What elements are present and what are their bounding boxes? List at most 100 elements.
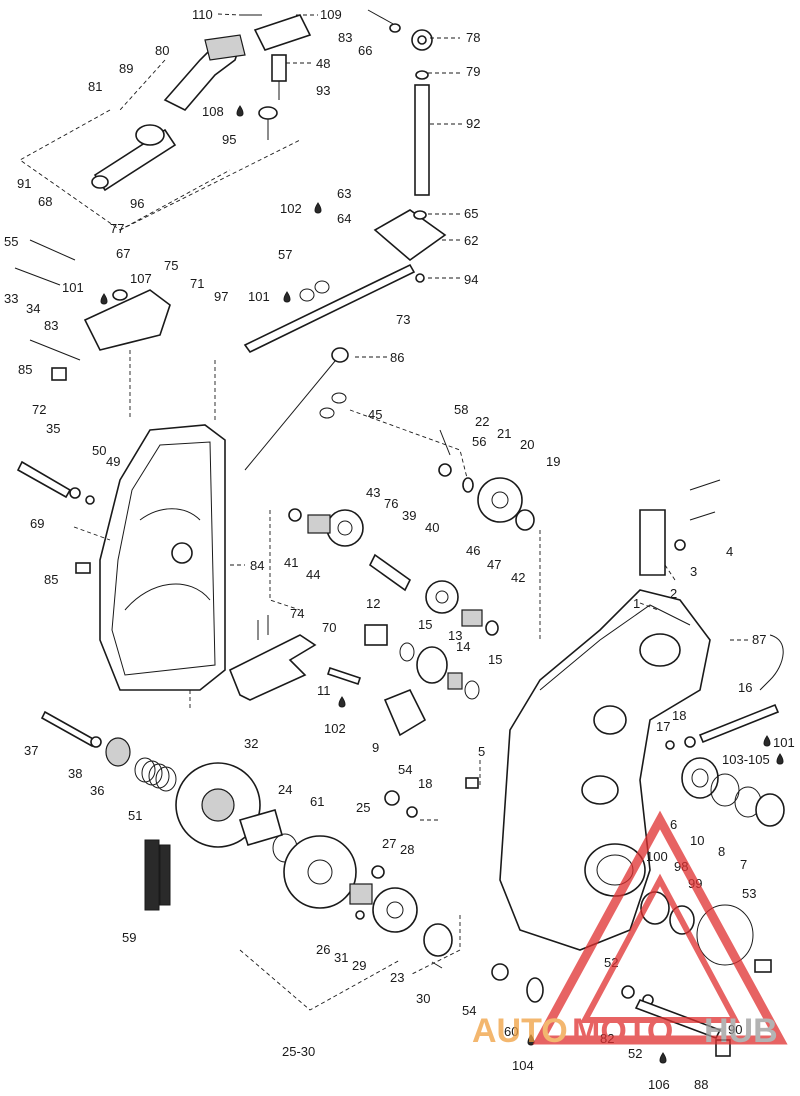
part-label: 46 — [466, 543, 480, 558]
part-label: 28 — [400, 842, 414, 857]
part-label: 77 — [110, 221, 124, 236]
nut-65 — [413, 210, 427, 220]
bolt-2 — [689, 479, 721, 491]
spring-51 — [134, 757, 177, 792]
part-label: 35 — [46, 421, 60, 436]
part-label: 18 — [672, 708, 686, 723]
fork-70 — [228, 634, 317, 701]
screw-11 — [326, 666, 362, 686]
part-label: 56 — [472, 434, 486, 449]
chain-59 — [144, 839, 171, 911]
washer-49 — [85, 495, 95, 505]
part-label: 11 — [317, 683, 331, 698]
washer-18b — [406, 806, 418, 818]
part-label: 5 — [478, 744, 485, 759]
oil-drop-icon — [527, 1034, 535, 1046]
gear-43 — [326, 509, 364, 547]
shaft-hub — [135, 124, 165, 146]
oil-drops — [100, 105, 784, 1064]
collar-36 — [105, 737, 131, 767]
ref-line — [119, 59, 166, 111]
part-label: 91 — [17, 176, 31, 191]
part-label: 47 — [487, 557, 501, 572]
part-label: 75 — [164, 258, 178, 273]
part-label: 71 — [190, 276, 204, 291]
part-label: 101 — [62, 280, 84, 295]
bolt-2b — [689, 511, 716, 521]
part-label: 102 — [324, 721, 346, 736]
part-label: 60 — [504, 1024, 518, 1039]
part-label: 41 — [284, 555, 298, 570]
part-label: 110 — [192, 7, 213, 22]
oil-drop-icon — [763, 735, 771, 747]
part-label: 49 — [106, 454, 120, 469]
shaft-end — [91, 175, 109, 189]
part-label: 100 — [646, 849, 668, 864]
part-label: 62 — [464, 233, 478, 248]
part-label: 54 — [462, 1003, 476, 1018]
bracket-2 — [639, 509, 666, 576]
seal-7 — [755, 793, 785, 827]
washer-60 — [526, 977, 544, 1003]
part-label: 63 — [337, 186, 351, 201]
part-label: 1 — [633, 596, 640, 611]
part-label: 87 — [752, 632, 766, 647]
washer-19 — [515, 509, 535, 531]
watermark-text-auto: AUTO — [472, 1012, 568, 1050]
part-label: 101 — [248, 289, 270, 304]
oring-45b — [319, 407, 335, 419]
pin-5 — [465, 777, 479, 789]
washer-50 — [69, 487, 81, 499]
bearing-26 — [349, 883, 373, 905]
gasket-53 — [696, 904, 754, 966]
bolt-85b — [75, 562, 91, 574]
nut-94 — [415, 273, 425, 283]
bolt-83 — [367, 9, 396, 26]
plate-62 — [373, 209, 447, 262]
watermark-text-hub: HUB — [704, 1012, 778, 1050]
part-label: 43 — [366, 485, 380, 500]
part-label: 13 — [448, 628, 462, 643]
part-label: 81 — [88, 79, 102, 94]
part-label: 48 — [316, 56, 330, 71]
oring-57b — [314, 280, 330, 294]
nut-22 — [438, 463, 452, 477]
part-label: 88 — [694, 1077, 708, 1092]
plate-29-hole — [386, 901, 404, 919]
washer-3 — [674, 539, 686, 551]
watermark-triangle-icon — [532, 810, 788, 1045]
part-label: 30 — [416, 991, 430, 1006]
part-label: 74 — [290, 606, 304, 621]
oil-drop-icon — [283, 291, 291, 303]
part-label: 4 — [726, 544, 733, 559]
oil-drop-icon — [236, 105, 244, 117]
washer-18 — [684, 736, 696, 748]
nut-79 — [415, 70, 429, 80]
shaft-39 — [368, 553, 412, 592]
part-label: 101 — [773, 735, 795, 750]
part-label: 20 — [520, 437, 534, 452]
lever-grip — [204, 34, 246, 61]
cover-69-group — [16, 424, 226, 710]
part-label: 54 — [398, 762, 412, 777]
nut-54a — [384, 790, 400, 806]
part-label: 33 — [4, 291, 18, 306]
cover-rib — [139, 508, 201, 521]
part-label: 59 — [122, 930, 136, 945]
part-label: 86 — [390, 350, 404, 365]
gear-20 — [477, 477, 523, 523]
ring-10 — [710, 773, 740, 807]
part-label: 12 — [366, 596, 380, 611]
part-label: 37 — [24, 743, 38, 758]
bolt-55 — [29, 239, 76, 261]
watermark-triangle-inner-icon — [579, 873, 741, 1023]
bolt-33 — [14, 267, 61, 286]
part-label: 25-30 — [282, 1044, 315, 1059]
part-label: 51 — [128, 808, 142, 823]
part-label: 69 — [30, 516, 44, 531]
oil-drop-icon — [338, 696, 346, 708]
part-label: 97 — [214, 289, 228, 304]
bearing-6-inner — [691, 768, 709, 788]
part-label: 53 — [742, 886, 756, 901]
bearing-14 — [447, 672, 463, 690]
